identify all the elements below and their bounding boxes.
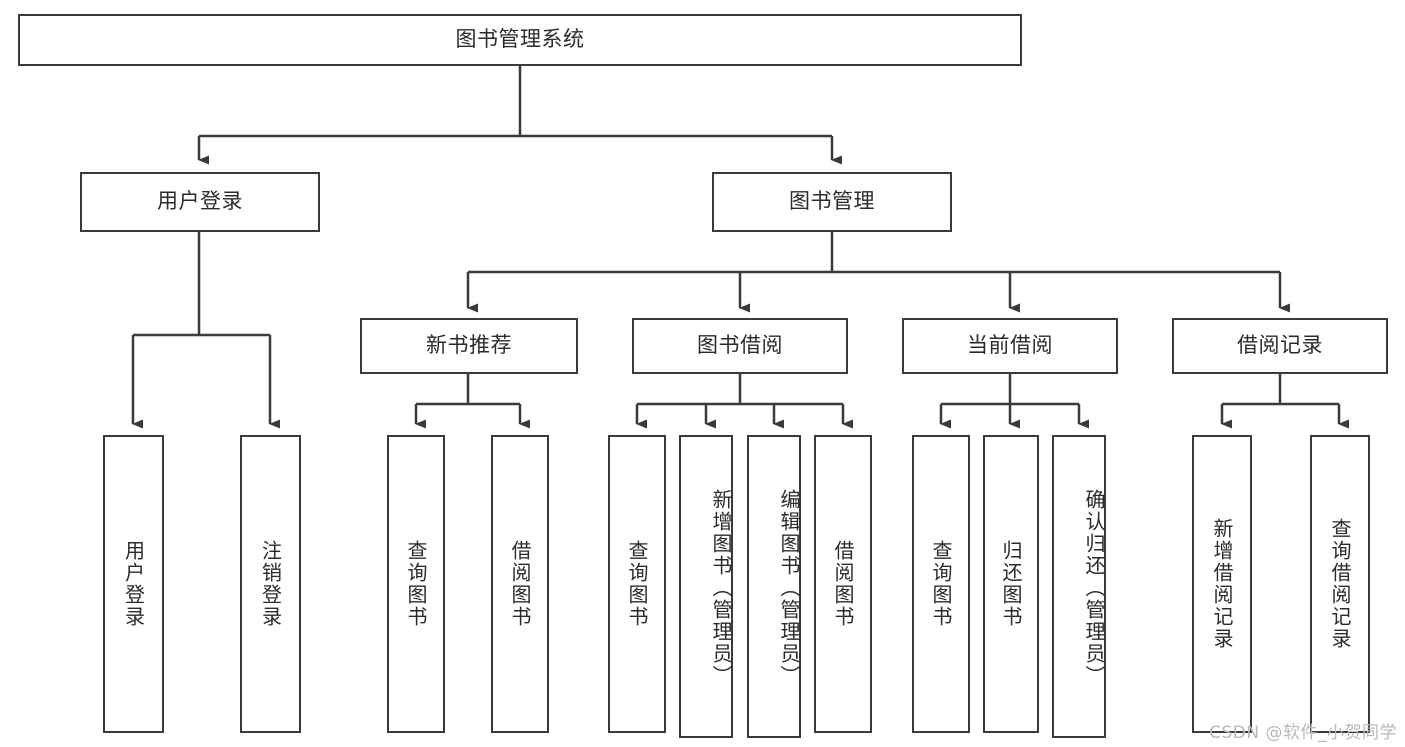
node-label: 图书借阅	[697, 333, 783, 358]
node-label: 确认归还（管理员）	[1082, 488, 1106, 687]
node-book-management[interactable]: 图书管理	[712, 172, 952, 232]
leaf-borrow-borrow-book[interactable]: 借阅图书	[814, 435, 872, 733]
leaf-record-add-record[interactable]: 新增借阅记录	[1192, 435, 1252, 733]
leaf-borrow-add-book-admin[interactable]: 新增图书（管理员）	[679, 435, 733, 738]
leaf-current-return-book[interactable]: 归还图书	[983, 435, 1039, 733]
node-label: 注销登录	[258, 540, 283, 628]
csdn-watermark: CSDN @软件_小贺同学	[1209, 723, 1397, 743]
node-label: 查询图书	[404, 540, 428, 628]
leaf-record-query-record[interactable]: 查询借阅记录	[1310, 435, 1370, 733]
node-label: 图书管理系统	[455, 27, 585, 52]
node-label: 查询图书	[929, 540, 953, 628]
node-label: 新书推荐	[426, 333, 512, 358]
leaf-current-confirm-return-admin[interactable]: 确认归还（管理员）	[1052, 435, 1106, 738]
node-user-login[interactable]: 用户登录	[80, 172, 320, 232]
node-label: 新增借阅记录	[1210, 518, 1234, 650]
leaf-borrow-query-book[interactable]: 查询图书	[608, 435, 666, 733]
node-label: 借阅记录	[1237, 333, 1323, 358]
node-borrow-record[interactable]: 借阅记录	[1172, 318, 1388, 374]
node-label: 当前借阅	[967, 333, 1053, 358]
leaf-current-query-book[interactable]: 查询图书	[912, 435, 970, 733]
leaf-recommend-borrow-book[interactable]: 借阅图书	[491, 435, 549, 733]
leaf-recommend-query-book[interactable]: 查询图书	[387, 435, 445, 733]
node-label: 新增图书（管理员）	[709, 488, 733, 687]
node-book-borrow[interactable]: 图书借阅	[632, 318, 848, 374]
node-new-book-recommend[interactable]: 新书推荐	[360, 318, 578, 374]
node-label: 借阅图书	[508, 540, 532, 628]
node-label: 编辑图书（管理员）	[777, 488, 801, 687]
node-root-system[interactable]: 图书管理系统	[18, 14, 1022, 66]
node-label: 查询图书	[625, 540, 649, 628]
node-label: 图书管理	[789, 189, 875, 214]
node-label: 用户登录	[121, 540, 146, 628]
node-label: 用户登录	[157, 189, 243, 214]
node-label: 归还图书	[999, 540, 1023, 628]
leaf-borrow-edit-book-admin[interactable]: 编辑图书（管理员）	[747, 435, 801, 738]
node-label: 查询借阅记录	[1328, 518, 1352, 650]
node-label: 借阅图书	[831, 540, 855, 628]
node-current-borrow[interactable]: 当前借阅	[902, 318, 1118, 374]
leaf-user-logout[interactable]: 注销登录	[240, 435, 301, 733]
leaf-user-login[interactable]: 用户登录	[103, 435, 164, 733]
